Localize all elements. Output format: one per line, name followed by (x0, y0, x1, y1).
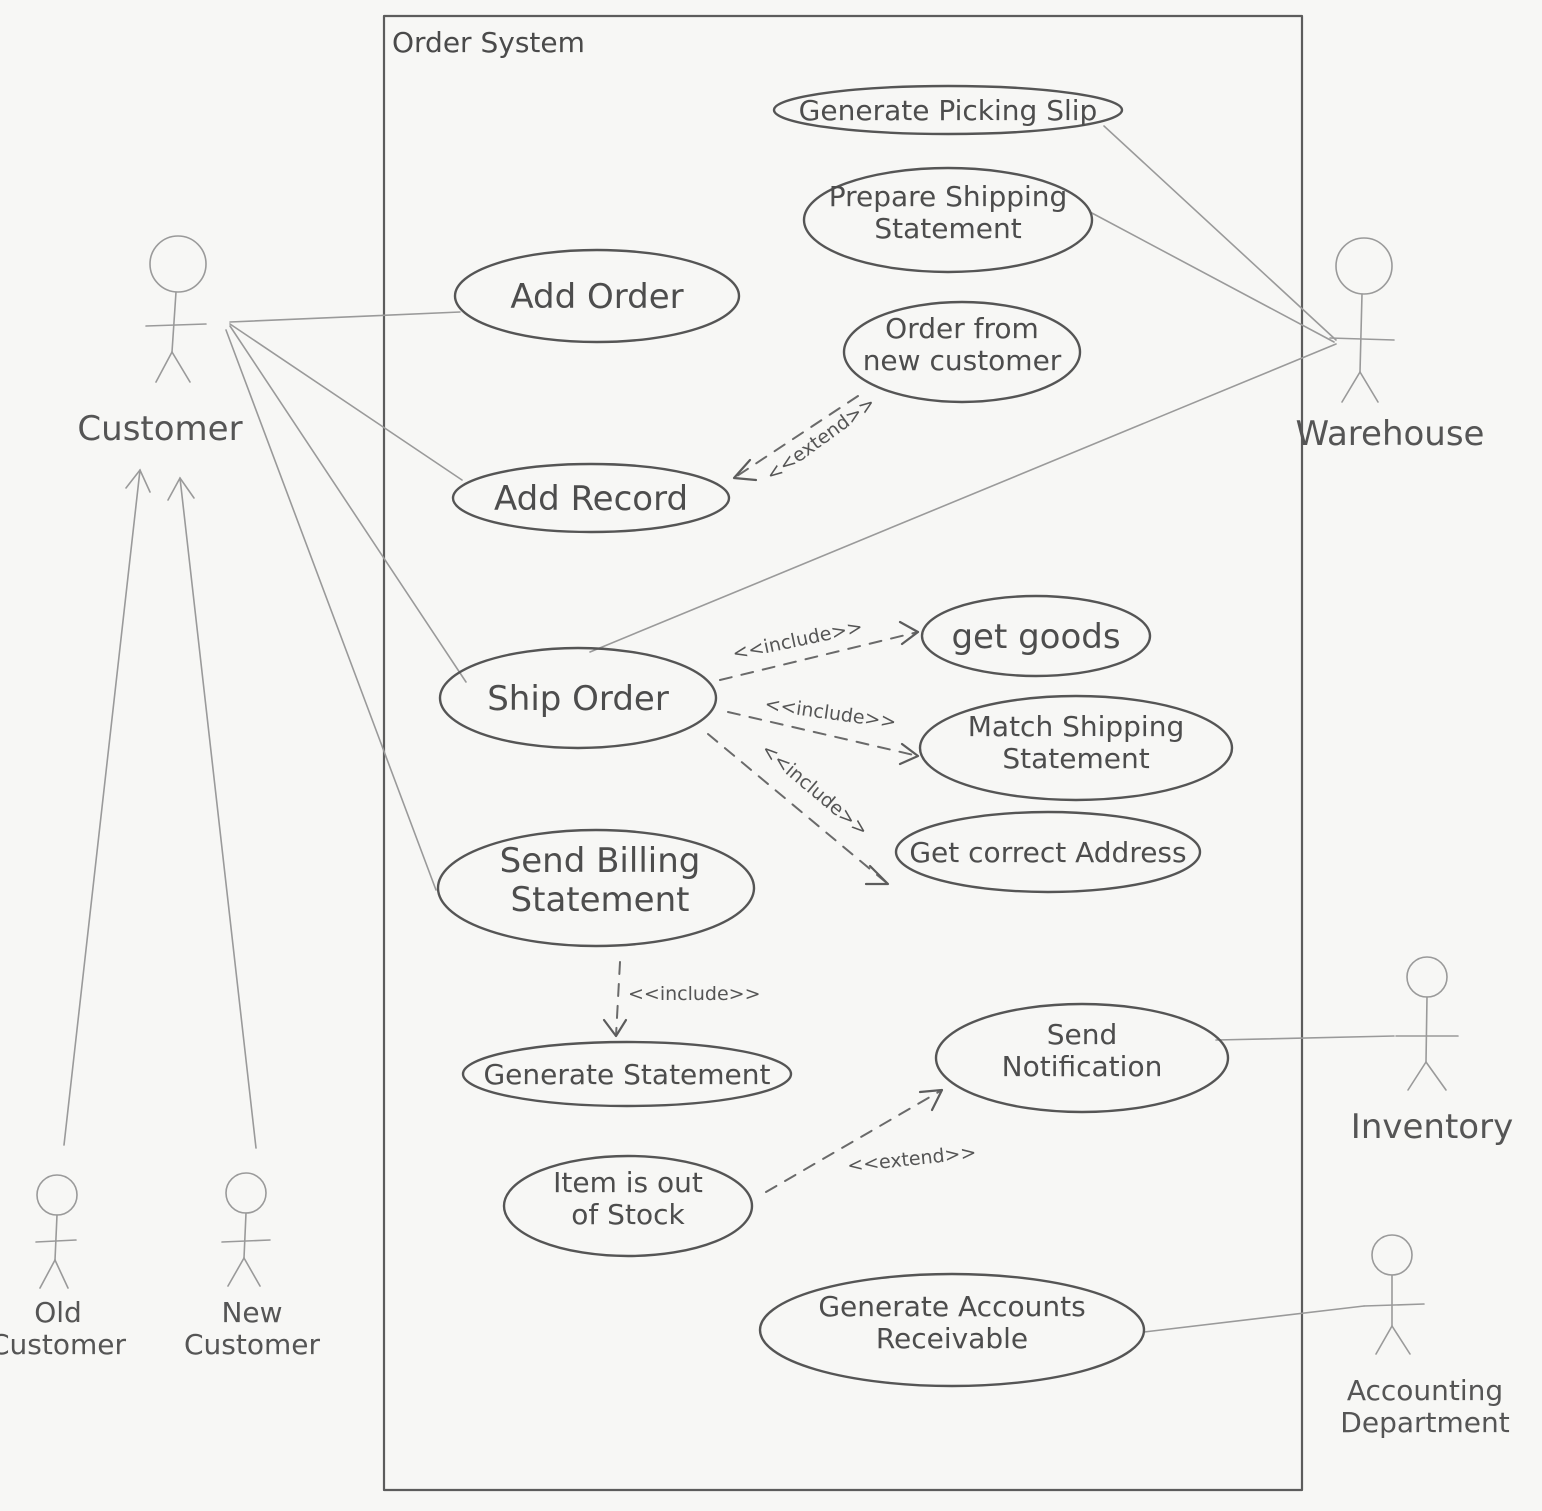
relation-extend-notification: <<extend>> (765, 1088, 977, 1193)
svg-text:Add Record: Add Record (494, 479, 688, 519)
svg-text:<<extend>>: <<extend>> (762, 392, 880, 486)
assoc-customer-ship-order (229, 325, 467, 683)
svg-text:<<include>>: <<include>> (628, 983, 761, 1005)
system-title: Order System (392, 26, 585, 59)
use-case-get-correct-address: Get correct Address (894, 810, 1202, 894)
use-case-add-order: Add Order (453, 248, 741, 344)
actor-inventory: Inventory (1351, 956, 1513, 1147)
actor-customer: Customer (77, 235, 243, 449)
relation-include-match: <<include>> (727, 693, 920, 766)
assoc-customer-add-order (229, 311, 461, 323)
stick-figure-icon (1395, 956, 1459, 1091)
relation-include-get-goods: <<include>> (719, 616, 920, 681)
use-case-get-goods: get goods (920, 594, 1152, 678)
relation-extend-new-customer: <<extend>> (732, 392, 880, 486)
svg-text:<<include>>: <<include>> (757, 739, 873, 841)
assoc-warehouse-ship-order (589, 343, 1337, 653)
generalization-new-customer (167, 476, 257, 1149)
generalization-old-customer (63, 468, 151, 1146)
assoc-customer-add-record (229, 323, 463, 481)
svg-text:<<include>>: <<include>> (730, 616, 864, 665)
svg-text:Get correct Address: Get correct Address (909, 836, 1186, 869)
use-case-generate-statement: Generate Statement (461, 1040, 793, 1108)
stick-figure-icon (145, 235, 207, 383)
actor-warehouse-label: Warehouse (1296, 414, 1485, 454)
stick-figure-icon (1363, 1234, 1425, 1355)
stick-figure-icon (1329, 237, 1395, 403)
svg-text:Generate Picking Slip: Generate Picking Slip (799, 94, 1098, 127)
use-case-ship-order: Ship Order (438, 646, 718, 750)
svg-text:Add Order: Add Order (510, 277, 683, 317)
assoc-customer-send-billing (225, 329, 437, 891)
system-boundary (382, 14, 1304, 1492)
actor-inventory-label: Inventory (1351, 1107, 1513, 1147)
stick-figure-icon (35, 1174, 78, 1289)
svg-text:<<extend>>: <<extend>> (846, 1142, 977, 1177)
svg-text:<<include>>: <<include>> (763, 693, 897, 733)
assoc-inventory-send-notification (1215, 1035, 1395, 1041)
assoc-warehouse-prepare-shipping (1089, 211, 1335, 343)
relation-include-generate-statement: <<include>> (602, 961, 761, 1038)
assoc-warehouse-picking-slip (1103, 125, 1337, 341)
use-case-generate-picking-slip: Generate Picking Slip (772, 84, 1124, 136)
use-case-add-record: Add Record (451, 462, 731, 534)
actor-warehouse: Warehouse (1296, 237, 1485, 454)
svg-text:Ship Order: Ship Order (487, 679, 669, 719)
svg-text:get goods: get goods (951, 617, 1120, 657)
stick-figure-icon (221, 1172, 271, 1287)
associations (225, 125, 1395, 1333)
actor-customer-label: Customer (77, 409, 242, 449)
svg-text:Generate Statement: Generate Statement (483, 1058, 770, 1091)
assoc-accounting-accounts-receivable (1143, 1305, 1365, 1333)
